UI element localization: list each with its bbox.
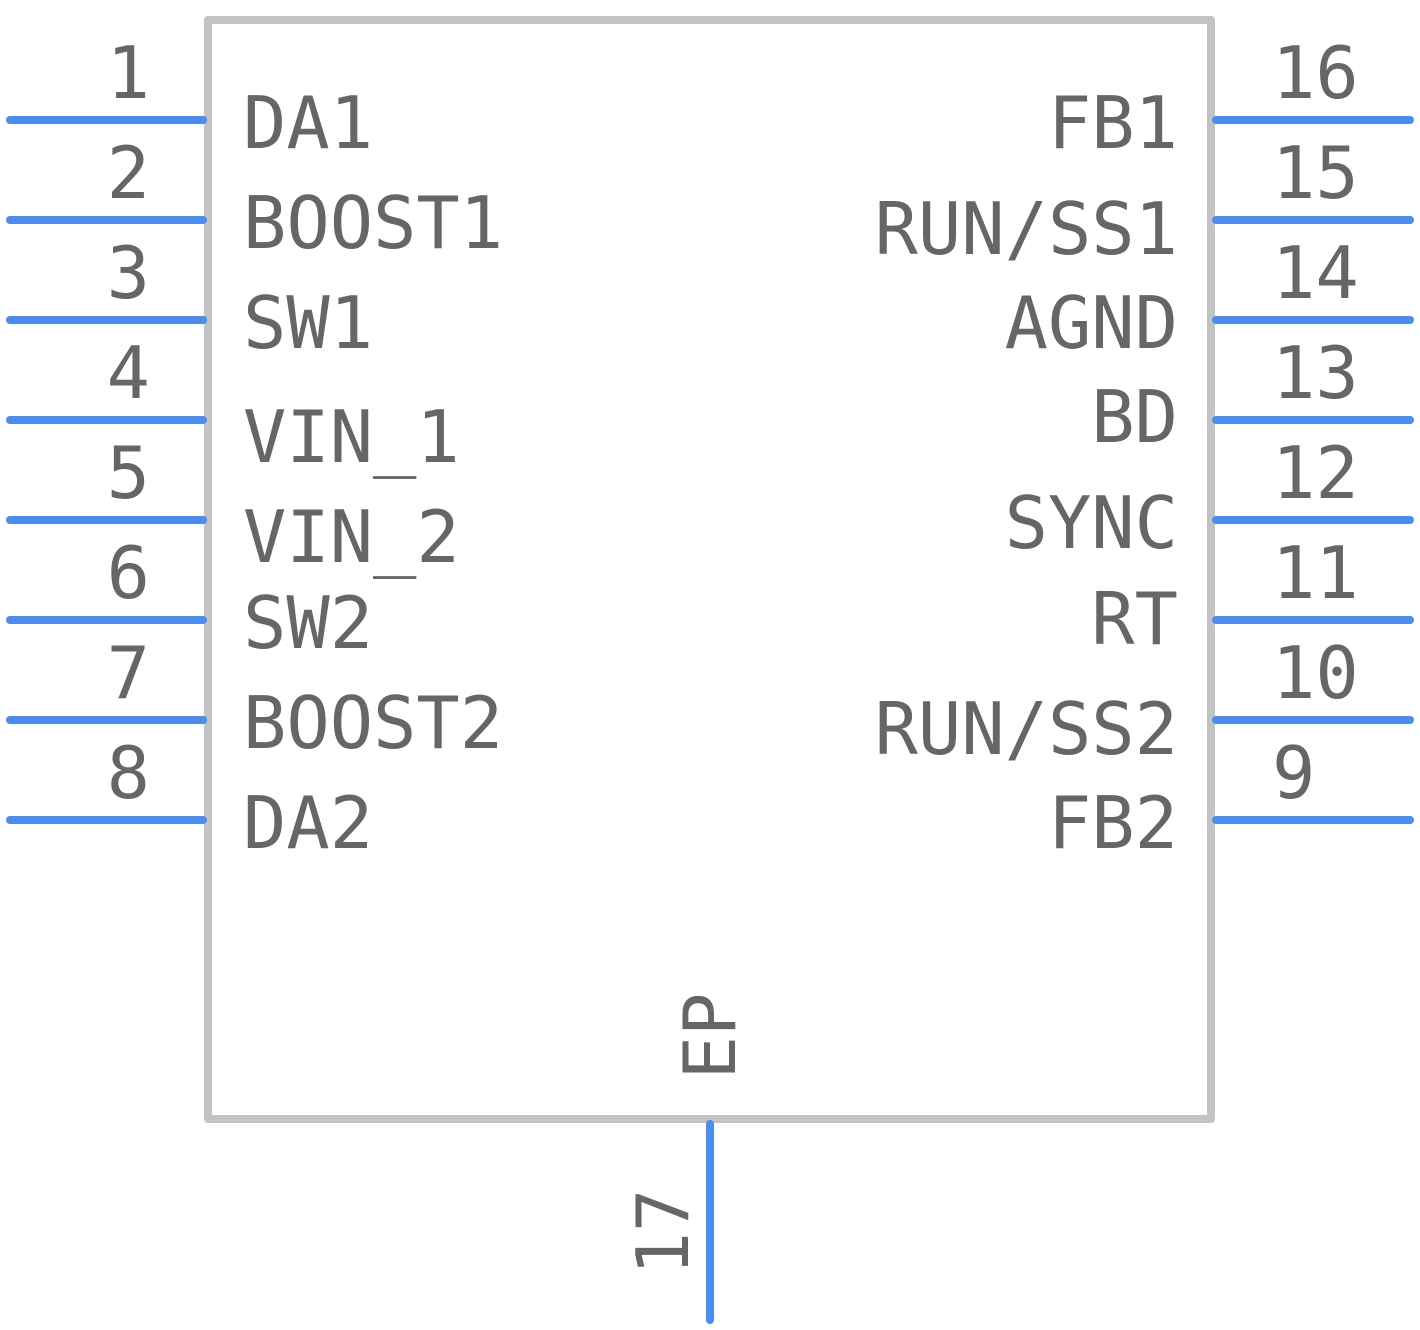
- pin-number: 9: [1272, 731, 1315, 815]
- pin-label-ep: EP: [668, 993, 752, 1080]
- pin-label: RUN/SS2: [875, 687, 1178, 771]
- pin-number: 13: [1272, 331, 1359, 415]
- pin-number: 2: [107, 131, 150, 215]
- pin-number: 11: [1272, 531, 1359, 615]
- pin-number: 8: [107, 731, 150, 815]
- pin-number: 16: [1272, 31, 1359, 115]
- component-body: [204, 16, 1215, 1123]
- pin-label: RUN/SS1: [875, 187, 1178, 271]
- pin-number: 3: [107, 231, 150, 315]
- pin-label: SYNC: [1005, 481, 1178, 565]
- pin-label: DA2: [243, 781, 373, 865]
- pin-label: VIN_2: [243, 495, 460, 579]
- pin-number: 6: [107, 531, 150, 615]
- bottom-pin: EP 17: [621, 993, 752, 1324]
- pin-number: 4: [107, 331, 150, 415]
- pin-label: SW1: [243, 281, 373, 365]
- pin-label: BOOST2: [243, 681, 503, 765]
- right-pins: 16 15 14 13 12 11 10 9 FB1 RUN/SS1 AGND …: [875, 31, 1414, 865]
- pin-number: 15: [1272, 131, 1359, 215]
- pin-label: FB2: [1048, 781, 1178, 865]
- pin-label: DA1: [243, 81, 373, 165]
- pin-label: RT: [1091, 577, 1178, 661]
- pin-label: BOOST1: [243, 181, 503, 265]
- left-pins: 1 2 3 4 5 6 7 8 DA1 BOOST1 SW1 VIN_1 VIN…: [6, 31, 503, 865]
- pin-number: 14: [1272, 231, 1359, 315]
- pin-number: 10: [1272, 631, 1359, 715]
- pin-label: BD: [1091, 375, 1178, 459]
- pin-number-ep: 17: [621, 1189, 705, 1276]
- pin-number: 5: [107, 431, 150, 515]
- pin-number: 12: [1272, 431, 1359, 515]
- pin-label: VIN_1: [243, 395, 460, 479]
- pin-label: FB1: [1048, 81, 1178, 165]
- pin-number: 7: [107, 631, 150, 715]
- pin-label: SW2: [243, 581, 373, 665]
- pin-label: AGND: [1005, 281, 1178, 365]
- pin-number: 1: [107, 31, 150, 115]
